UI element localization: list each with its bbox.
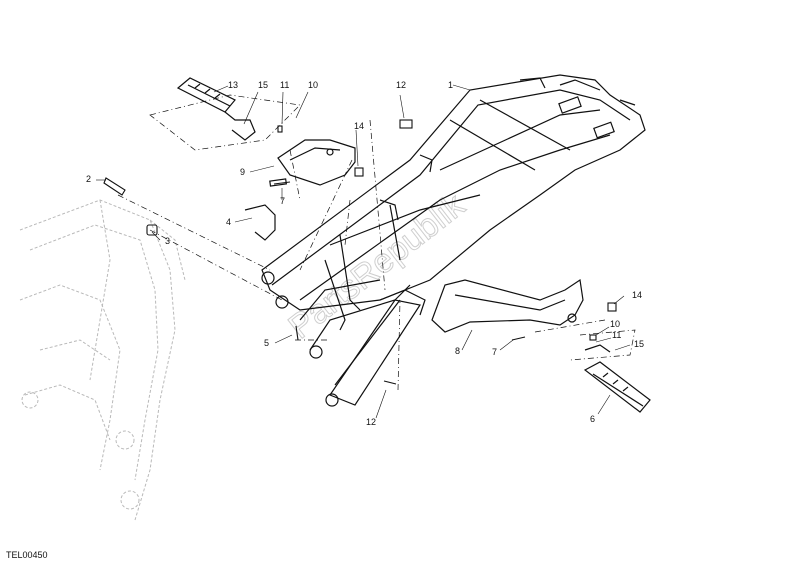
callout-2: 2	[86, 174, 91, 184]
callout-14-left: 14	[354, 121, 364, 131]
right-footpeg-bracket	[431, 278, 584, 333]
reference-code: TEL00450	[6, 550, 48, 560]
lower-strut	[325, 289, 426, 407]
callout-10-left: 10	[308, 80, 318, 90]
callout-6: 6	[590, 414, 595, 424]
callout-11-left: 11	[280, 80, 289, 90]
callout-4: 4	[226, 217, 231, 227]
callout-15-left: 15	[258, 80, 268, 90]
callout-7-right: 7	[492, 347, 497, 357]
callout-10-right: 10	[610, 319, 620, 329]
callout-14-right: 14	[632, 290, 642, 300]
callout-13: 13	[228, 80, 238, 90]
left-footpeg-bracket	[244, 139, 356, 241]
background-frame-outline	[19, 199, 186, 521]
callout-11-right: 11	[612, 330, 621, 340]
callout-7-left: 7	[280, 196, 285, 206]
callout-15-right: 15	[634, 339, 644, 349]
callout-1: 1	[448, 80, 453, 90]
watermark-text: PartsRepublik	[282, 185, 473, 346]
rear-subframe	[261, 74, 646, 359]
callout-3: 3	[165, 236, 170, 246]
callout-12-bottom: 12	[366, 417, 376, 427]
callout-labels: 1 2 3 4 5 6 7 7 8 9 10 10 11 11 12 12 13…	[86, 80, 644, 427]
callout-9: 9	[240, 167, 245, 177]
small-hardware	[103, 119, 617, 385]
callout-12-top: 12	[396, 80, 406, 90]
callout-leaders	[96, 84, 631, 419]
callout-5: 5	[264, 338, 269, 348]
right-footpeg	[583, 344, 651, 413]
left-footpeg	[176, 77, 256, 141]
assembly-guide-lines	[117, 94, 636, 391]
callout-8: 8	[455, 346, 460, 356]
